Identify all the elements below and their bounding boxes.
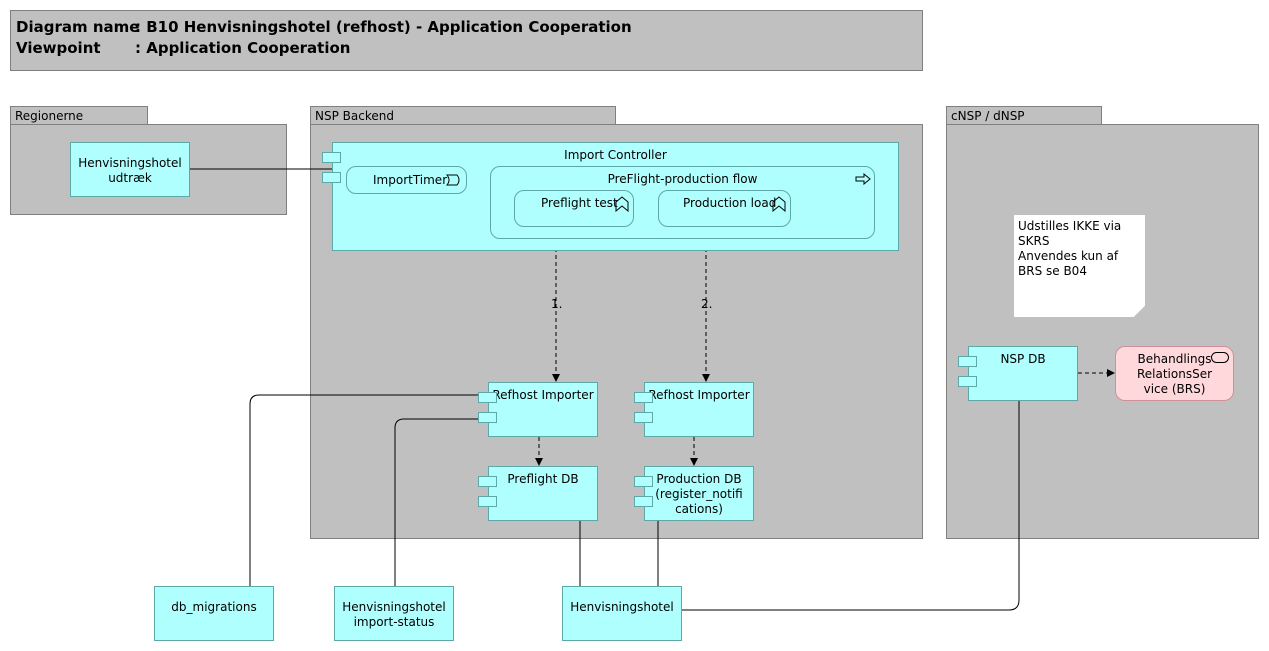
component-port-icon	[958, 356, 977, 367]
event-icon	[446, 174, 460, 186]
service-label: BehandlingsRelationsService (BRS)	[1136, 352, 1213, 396]
viewpoint-label: Viewpoint	[16, 39, 101, 57]
group-tab-cnsp[interactable]: cNSP / dNSP	[946, 106, 1102, 125]
group-tab-nsp-backend[interactable]: NSP Backend	[310, 106, 616, 125]
component-refhost-importer-2[interactable]: Refhost Importer	[644, 382, 754, 437]
note[interactable]: Udstilles IKKE via SKRS Anvendes kun af …	[1013, 214, 1146, 318]
note-line1: Udstilles IKKE via SKRS	[1018, 219, 1122, 248]
function-icon	[615, 196, 629, 212]
component-port-icon	[634, 392, 653, 403]
component-db-migrations[interactable]: db_migrations	[154, 586, 274, 641]
function-label: Production load	[683, 196, 777, 210]
component-preflight-db[interactable]: Preflight DB	[488, 466, 598, 521]
function-preflight-test[interactable]: Preflight test	[514, 190, 634, 227]
component-henvisningshotel[interactable]: Henvisningshotel	[562, 586, 682, 641]
diagram-name-value: : B10 Henvisningshotel (refhost) - Appli…	[135, 18, 632, 36]
component-label: db_migrations	[171, 600, 257, 614]
component-refhost-importer-1[interactable]: Refhost Importer	[488, 382, 598, 437]
function-icon	[772, 196, 786, 212]
diagram-header: Diagram name : B10 Henvisningshotel (ref…	[10, 10, 923, 71]
flow-label-step2: 2.	[701, 297, 713, 311]
component-henvisningshotel-udtraek[interactable]: Henvisningshotel udtræk	[70, 142, 190, 197]
component-port-icon	[478, 412, 497, 423]
component-label: Refhost Importer	[492, 388, 594, 402]
component-label: NSP DB	[1000, 352, 1046, 366]
component-label: Preflight DB	[507, 472, 579, 486]
group-tab-regionerne[interactable]: Regionerne	[10, 106, 148, 125]
viewpoint-value: : Application Cooperation	[135, 39, 351, 57]
flow-label-step1: 1.	[551, 297, 563, 311]
component-label: Henvisningshotel udtræk	[78, 156, 182, 185]
function-production-load[interactable]: Production load	[658, 190, 791, 227]
connector-hotel-nspdb	[682, 401, 1020, 611]
component-port-icon	[322, 172, 341, 183]
function-label: Preflight test	[541, 196, 618, 210]
component-port-icon	[634, 476, 653, 487]
note-shape	[1013, 214, 1146, 318]
component-port-icon	[478, 496, 497, 507]
component-production-db[interactable]: Production DB (register_notifications)	[644, 466, 754, 521]
component-import-status[interactable]: Henvisningshotel import-status	[334, 586, 454, 641]
event-import-timer[interactable]: ImportTimer	[346, 166, 467, 194]
component-label: Production DB (register_notifications)	[655, 472, 743, 516]
component-label: Henvisningshotel	[570, 600, 674, 614]
group-cnsp[interactable]	[946, 124, 1259, 539]
component-port-icon	[322, 152, 341, 163]
connector-migrations-importer1	[249, 394, 478, 586]
arrow-right-icon	[855, 173, 871, 185]
component-port-icon	[478, 476, 497, 487]
component-port-icon	[958, 376, 977, 387]
component-label: Refhost Importer	[648, 388, 750, 402]
component-label: Henvisningshotel import-status	[342, 600, 446, 629]
component-port-icon	[478, 392, 497, 403]
service-icon	[1211, 352, 1229, 363]
component-port-icon	[634, 412, 653, 423]
diagram-name-label: Diagram name	[16, 18, 140, 36]
connector-importstatus-importer1	[394, 418, 478, 586]
service-brs[interactable]: BehandlingsRelationsService (BRS)	[1115, 346, 1234, 401]
component-label: Import Controller	[564, 148, 667, 162]
note-line2: Anvendes kun af BRS se B04	[1018, 249, 1119, 278]
process-label: PreFlight-production flow	[607, 172, 758, 186]
event-label: ImportTimer	[373, 173, 448, 187]
component-port-icon	[634, 496, 653, 507]
component-nsp-db[interactable]: NSP DB	[968, 346, 1078, 401]
